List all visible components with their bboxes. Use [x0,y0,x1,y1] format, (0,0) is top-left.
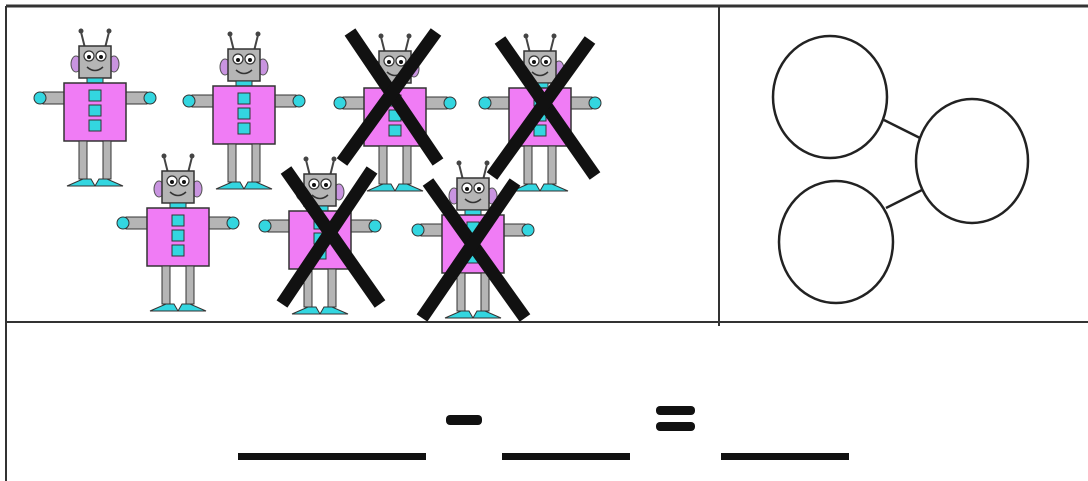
cross-out-mark [416,178,531,322]
cross-out-mark [276,166,386,308]
cross-out-mark [336,28,444,166]
connector-line [883,118,921,140]
answer-blank-2[interactable] [502,453,630,460]
connector-line [885,188,923,210]
part-circle-top[interactable] [771,34,889,160]
robot-icon [116,152,240,312]
answer-blank-1[interactable] [238,453,426,460]
minus-sign [446,415,482,425]
answer-blank-3[interactable] [721,453,849,460]
robot-icon [333,32,457,192]
picture-panel [33,27,602,322]
whole-circle[interactable] [914,97,1030,225]
equals-sign-top [656,406,695,415]
equals-sign-bottom [656,422,695,431]
part-whole-model-panel [771,34,1030,305]
cross-out-mark [486,36,601,180]
robot-icon [33,27,157,187]
robot-icon [182,30,306,190]
part-circle-bottom[interactable] [777,179,895,305]
number-sentence-panel [238,406,849,460]
